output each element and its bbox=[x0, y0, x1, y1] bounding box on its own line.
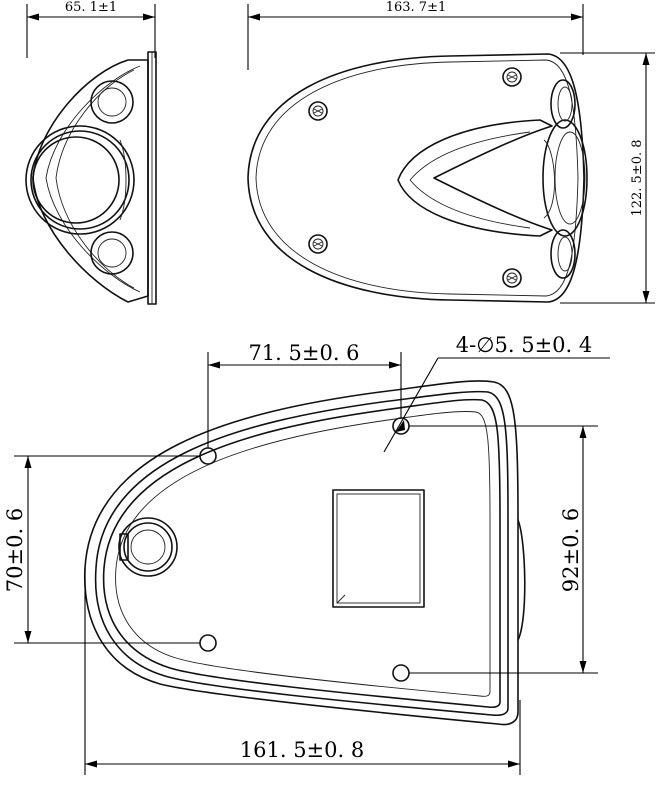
hole-spacing-horizontal-label: 71. 5±0. 6 bbox=[248, 341, 359, 365]
side-width-dimension: 65. 1±1 bbox=[26, 0, 156, 58]
front-height-dimension: 122. 5±0. 8 bbox=[560, 52, 655, 304]
hole-spacing-vertical-right-label: 92±0. 6 bbox=[559, 508, 583, 592]
side-view: 65. 1±1 bbox=[25, 0, 157, 305]
front-dome bbox=[542, 119, 588, 237]
side-body-outline bbox=[32, 59, 149, 303]
front-length-label: 163. 7±1 bbox=[386, 0, 447, 15]
front-length-dimension: 163. 7±1 bbox=[247, 0, 584, 70]
mounting-hole bbox=[392, 664, 410, 682]
bottom-label-plate bbox=[332, 489, 425, 608]
front-ir-lens-top bbox=[550, 79, 576, 129]
bottom-view: 71. 5±0. 6 4-∅5. 5±0. 4 70±0. 6 92±0. 6 bbox=[3, 333, 610, 775]
bottom-length-label: 161. 5±0. 8 bbox=[240, 738, 364, 762]
bottom-outer-outline bbox=[84, 380, 519, 726]
front-screw bbox=[308, 101, 328, 121]
front-swoosh bbox=[397, 119, 553, 237]
hole-spacing-vertical-left-dimension: 70±0. 6 bbox=[3, 455, 200, 644]
side-ir-lens-bottom bbox=[90, 231, 134, 275]
front-screw bbox=[308, 234, 328, 254]
hole-spacing-horizontal-dimension: 71. 5±0. 6 bbox=[207, 341, 402, 448]
mounting-hole bbox=[199, 634, 217, 652]
bottom-cable-connector bbox=[118, 517, 178, 577]
front-body-outline bbox=[247, 53, 585, 303]
hole-spacing-vertical-left-label: 70±0. 6 bbox=[3, 508, 27, 592]
side-width-label: 65. 1±1 bbox=[65, 0, 117, 15]
mounting-hole bbox=[199, 447, 217, 465]
side-main-dome bbox=[25, 125, 135, 235]
bottom-inner-outline bbox=[94, 390, 509, 717]
front-height-label: 122. 5±0. 8 bbox=[630, 139, 645, 216]
mounting-hole-spec-callout: 4-∅5. 5±0. 4 bbox=[383, 333, 610, 453]
bottom-length-dimension: 161. 5±0. 8 bbox=[84, 568, 521, 775]
front-ir-lens-bottom bbox=[550, 229, 576, 279]
front-view: 163. 7±1 122. 5±0. 8 bbox=[247, 0, 655, 304]
side-ir-lens-top bbox=[90, 80, 134, 124]
front-screw bbox=[502, 268, 522, 288]
front-screw bbox=[502, 67, 522, 87]
mounting-hole-spec-label: 4-∅5. 5±0. 4 bbox=[456, 333, 593, 357]
hole-spacing-vertical-right-dimension: 92±0. 6 bbox=[409, 425, 598, 674]
